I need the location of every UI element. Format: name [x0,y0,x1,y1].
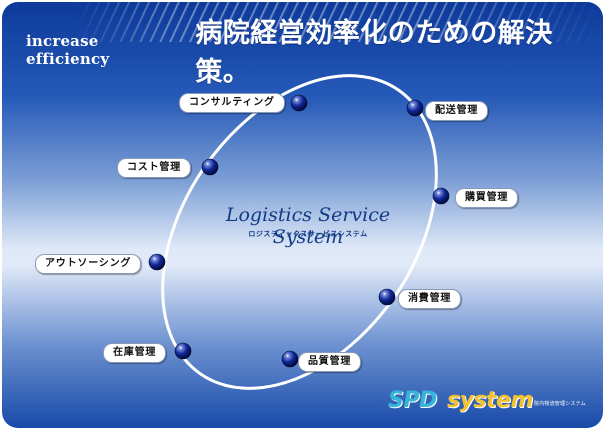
logo-spd: SPD [388,388,437,413]
node-label-shohi: 消費管理 [398,289,462,309]
header-japanese: 病院経営効率化のための解決策。 [195,18,553,88]
node-label-consulting: コンサルティング [179,93,285,113]
header-english: increase efficiency [26,32,110,68]
node-ball-hinshitsu [281,350,299,368]
node-label-haiso: 配送管理 [425,101,489,121]
node-label-outsourcing: アウトソーシング [35,254,142,274]
node-label-cost: コスト管理 [117,158,191,178]
center-title: Logistics Service System [225,204,391,248]
logo-caption: 院内物流管理システム [534,401,586,407]
node-label-konyu: 購買管理 [455,188,519,208]
node-ball-consulting [290,94,308,112]
node-label-hinshitsu: 品質管理 [298,352,362,372]
node-ball-cost [201,158,219,176]
node-ball-shohi [378,288,396,306]
node-ball-konyu [432,187,450,205]
node-label-zaiko: 在庫管理 [103,343,167,363]
node-ball-haiso [406,99,424,117]
light-streaks [2,2,603,42]
node-ball-zaiko [174,342,192,360]
logo-system: system [447,388,533,413]
center-subtitle: ロジスティックスサービスシステム [248,230,368,238]
header: increase efficiency 病院経営効率化のための解決策。 [26,18,603,88]
node-ball-outsourcing [148,253,166,271]
